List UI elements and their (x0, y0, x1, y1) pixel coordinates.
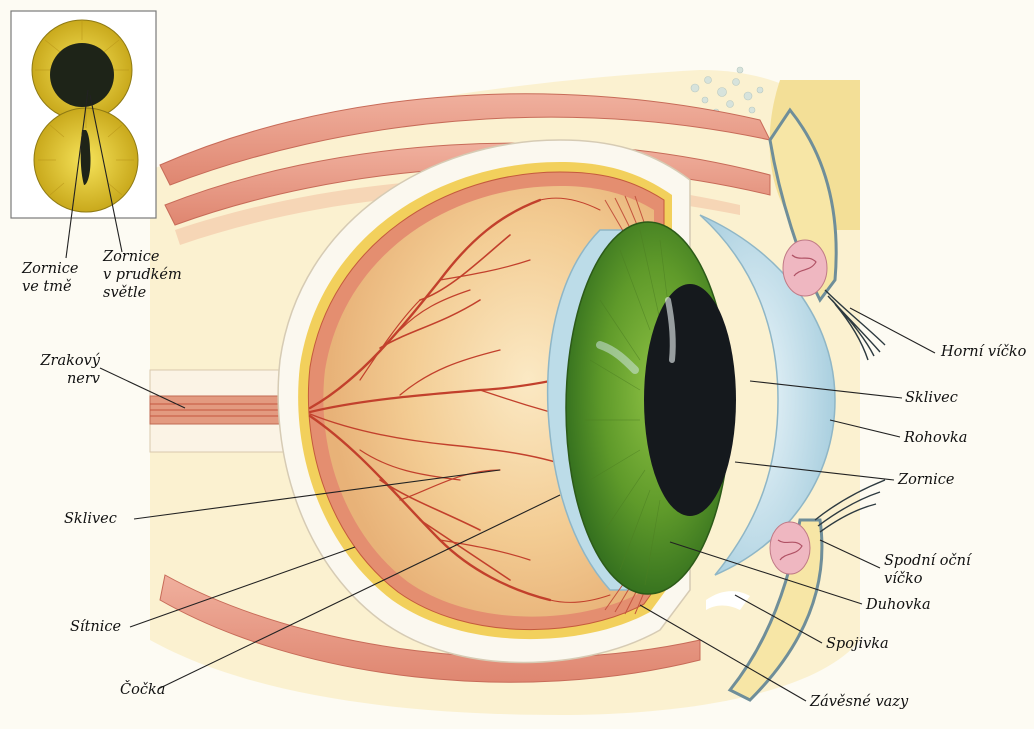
label-cornea: Rohovka (904, 429, 967, 447)
label-pupil-dark: Zornice ve tmě (22, 260, 78, 296)
label-pupil-bright: Zornice v prudkém světle (103, 248, 182, 302)
label-retina: Sítnice (70, 618, 121, 636)
label-zonular-fibers: Závěsné vazy (810, 693, 908, 711)
label-optic-nerve: Zrakový nerv (28, 352, 100, 388)
label-vitreous-right: Sklivec (905, 389, 958, 407)
label-upper-eyelid: Horní víčko (941, 343, 1026, 361)
pupil-inset (11, 11, 156, 218)
label-conjunctiva: Spojivka (826, 635, 889, 653)
label-lower-eyelid: Spodní oční víčko (884, 552, 971, 588)
label-lens: Čočka (120, 681, 165, 699)
label-iris: Duhovka (866, 596, 931, 614)
pupil-bright-illustration (34, 108, 138, 212)
pupil-dark-illustration (32, 20, 132, 120)
label-pupil: Zornice (898, 471, 954, 489)
label-vitreous-left: Sklivec (64, 510, 117, 528)
